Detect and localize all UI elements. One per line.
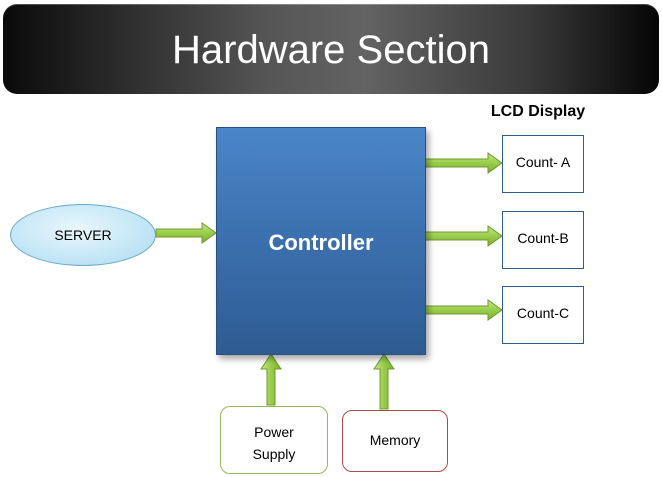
count-a-box: Count- A <box>502 135 584 193</box>
lcd-display-label: LCD Display <box>490 103 586 120</box>
arrow-server-to-controller <box>155 222 217 244</box>
arrow-controller-to-count-b <box>423 225 503 247</box>
power-label-line2: Supply <box>252 446 296 462</box>
count-b-label: Count-B <box>517 230 569 246</box>
count-c-label: Count-C <box>516 305 570 321</box>
memory-label: Memory <box>369 432 421 448</box>
power-label-line1: Power <box>254 424 294 440</box>
server-label: SERVER <box>54 227 112 243</box>
arrow-controller-to-count-c <box>423 299 503 321</box>
title-banner: Hardware Section <box>3 4 659 94</box>
page-title: Hardware Section <box>172 28 490 72</box>
count-c-box: Count-C <box>502 286 584 344</box>
controller-block: Controller <box>216 127 426 355</box>
arrow-memory-to-controller <box>373 353 395 410</box>
arrow-power-to-controller <box>260 353 282 406</box>
arrow-controller-to-count-a <box>423 152 503 174</box>
controller-label: Controller <box>268 230 374 255</box>
count-b-box: Count-B <box>502 211 584 269</box>
count-a-label: Count- A <box>515 154 571 170</box>
server-node: SERVER <box>10 204 156 266</box>
power-supply-box: Power Supply <box>220 406 328 474</box>
memory-box: Memory <box>342 410 448 472</box>
